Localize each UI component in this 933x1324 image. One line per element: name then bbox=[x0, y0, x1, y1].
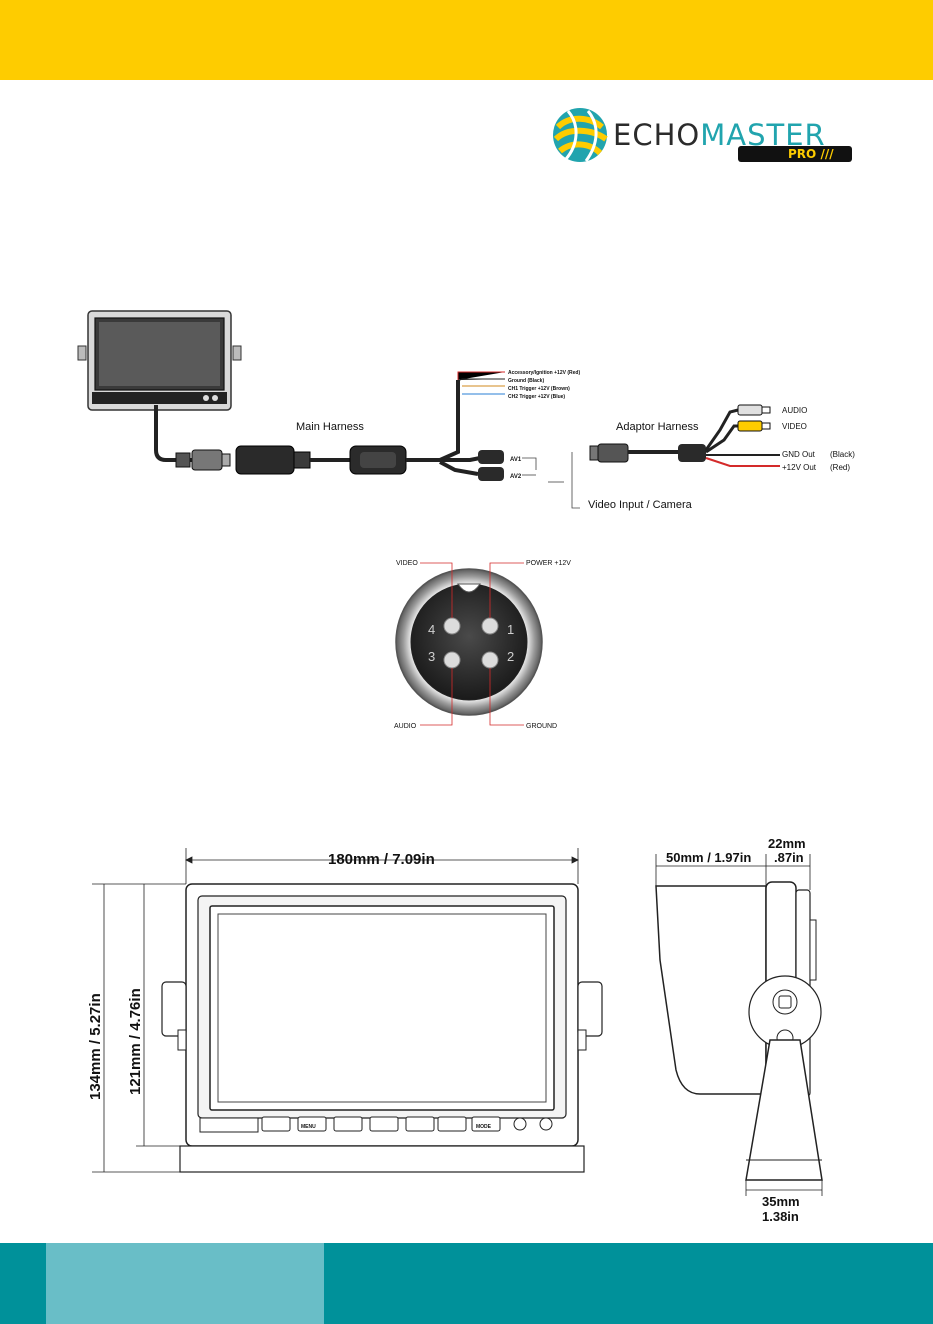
front-dimension-lines bbox=[92, 848, 579, 1173]
connector-ground-label: GROUND bbox=[526, 723, 557, 730]
connector-power-label: POWER +12V bbox=[526, 560, 571, 567]
front-screen-height-dimension: 121mm / 4.76in bbox=[127, 988, 144, 1095]
front-view-drawing bbox=[161, 883, 603, 1173]
wire-label-ch1: CH1 Trigger +12V (Brown) bbox=[508, 386, 570, 392]
footer-accent-block bbox=[46, 1243, 324, 1324]
base-width-mm: 35mm bbox=[762, 1194, 800, 1209]
v12-out-color: (Red) bbox=[830, 463, 850, 472]
side-thickness-in: .87in bbox=[774, 850, 804, 865]
v12-out-label: +12V Out bbox=[782, 463, 817, 472]
main-harness-label: Main Harness bbox=[296, 421, 364, 433]
side-thickness-mm: 22mm bbox=[768, 836, 806, 851]
pin-number-3: 3 bbox=[428, 649, 435, 664]
side-view-drawing bbox=[655, 881, 823, 1181]
gnd-out-color: (Black) bbox=[830, 450, 855, 459]
adaptor-harness-label: Adaptor Harness bbox=[616, 421, 699, 433]
top-yellow-bar bbox=[0, 0, 933, 80]
four-pin-connector bbox=[395, 562, 543, 726]
av2-label: AV2 bbox=[510, 474, 522, 480]
pin-number-2: 2 bbox=[507, 649, 514, 664]
logo-master-text: MASTER bbox=[700, 118, 826, 152]
rca-audio-label: AUDIO bbox=[782, 406, 807, 415]
front-width-dimension: 180mm / 7.09in bbox=[328, 851, 435, 868]
connector-audio-label: AUDIO bbox=[394, 723, 417, 730]
av1-label: AV1 bbox=[510, 457, 522, 463]
gnd-out-label: GND Out bbox=[782, 450, 816, 459]
monitor-mode-button-label: MODE bbox=[476, 1124, 492, 1130]
logo-emblem-icon bbox=[553, 108, 608, 162]
base-width-in: 1.38in bbox=[762, 1209, 799, 1224]
pin-number-4: 4 bbox=[428, 622, 435, 637]
pin-number-1: 1 bbox=[507, 622, 514, 637]
logo-pro-badge: PRO /// bbox=[738, 146, 852, 162]
echomaster-logo: ECHOMASTER PRO /// bbox=[550, 105, 855, 165]
wire-label-ch2: CH2 Trigger +12V (Blue) bbox=[508, 394, 565, 400]
logo-pro-text: PRO bbox=[788, 147, 817, 161]
monitor-menu-button-label: MENU bbox=[301, 1124, 316, 1130]
side-dimension-lines bbox=[655, 854, 823, 1196]
connector-video-label: VIDEO bbox=[396, 560, 418, 567]
side-depth-dimension: 50mm / 1.97in bbox=[666, 850, 751, 865]
video-input-label: Video Input / Camera bbox=[588, 499, 693, 511]
front-total-height-dimension: 134mm / 5.27in bbox=[87, 993, 104, 1100]
wire-label-ground: Ground (Black) bbox=[508, 378, 544, 384]
wiring-diagram bbox=[77, 310, 780, 509]
rca-video-label: VIDEO bbox=[782, 422, 807, 431]
monitor-illustration bbox=[77, 310, 242, 411]
logo-wordmark: ECHOMASTER bbox=[613, 119, 826, 151]
wire-label-ignition: Accessory/Ignition +12V (Red) bbox=[508, 370, 580, 376]
logo-echo-text: ECHO bbox=[613, 118, 701, 152]
